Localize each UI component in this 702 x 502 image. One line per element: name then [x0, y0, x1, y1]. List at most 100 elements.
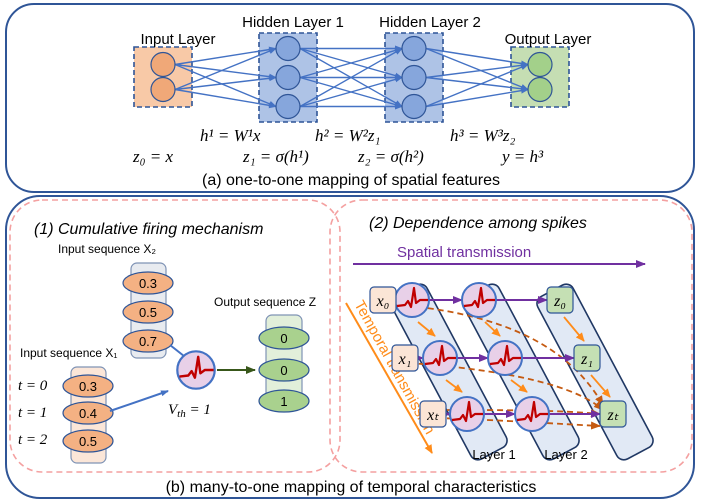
- network-neurons: [150, 35, 553, 120]
- neuron-icon: [275, 93, 301, 120]
- connection: [425, 63, 529, 108]
- neuron-icon: [150, 76, 176, 103]
- input-x1-cell: [62, 374, 114, 398]
- output-z-value: 0: [280, 363, 287, 378]
- subpanel-1-frame: [9, 199, 341, 473]
- output-2-box: [599, 400, 627, 428]
- connection: [425, 87, 529, 108]
- temporal-arrow: [563, 316, 585, 342]
- input-2-box: [419, 400, 447, 428]
- x1-to-neuron-arrow: [109, 390, 169, 412]
- layer-1-label: Layer 1: [472, 447, 515, 462]
- output-2-label: zₜ: [607, 407, 619, 424]
- temporal-transmission-arrow: [345, 302, 433, 454]
- input-0-box: [369, 286, 397, 314]
- output-0-label: z₀: [553, 293, 566, 310]
- neuron-icon: [401, 64, 427, 91]
- connection: [174, 75, 277, 91]
- neuron-icon: [150, 51, 176, 78]
- subpanel-2-frame: [329, 199, 693, 473]
- layer-label-input: Input Layer: [140, 31, 215, 48]
- equation-y: y = h³: [500, 147, 544, 166]
- equation-h1: h¹ = W¹x: [200, 126, 261, 145]
- temporal-arrow: [417, 321, 436, 337]
- connection: [174, 63, 277, 80]
- spiking-neuron-icon: [176, 350, 216, 390]
- output-z-cell: [258, 358, 310, 382]
- connection: [174, 88, 277, 109]
- input-0-label: x₀: [376, 293, 390, 310]
- input-x2-cell: [122, 300, 174, 324]
- spatial-transmission-label: Spatial transmission: [397, 244, 531, 261]
- input-x1-cell: [62, 429, 114, 453]
- connection: [299, 47, 403, 79]
- threshold-label: Vth = 1: [168, 402, 211, 420]
- output-1-box: [573, 344, 601, 372]
- connection: [425, 62, 529, 79]
- subpanel-2-title: (2) Dependence among spikes: [369, 215, 587, 232]
- input-x1-value: 0.3: [79, 379, 97, 394]
- spiking-neuron-icon: [513, 395, 551, 433]
- neuron-icon: [527, 76, 553, 103]
- input-x2-value: 0.5: [139, 305, 157, 320]
- neuron-icon: [401, 35, 427, 62]
- input-1-label: x₁: [398, 351, 412, 368]
- temporal-arrow: [510, 379, 528, 393]
- input-1-box: [391, 344, 419, 372]
- time-label-2: t = 2: [18, 432, 48, 448]
- input-x2-cell: [122, 329, 174, 353]
- temporal-arrow: [445, 379, 463, 393]
- neuron-icon: [275, 64, 301, 91]
- input-x1-value: 0.4: [79, 406, 97, 421]
- input-x1-label: Input sequence X₁: [20, 346, 117, 360]
- temporal-dependency-arrow: [408, 362, 604, 411]
- connection: [299, 47, 403, 108]
- connection: [299, 76, 403, 108]
- input-x2-label: Input sequence X₂: [58, 242, 156, 256]
- output-z-cell: [258, 326, 310, 350]
- output-1-label: z₁: [580, 351, 593, 368]
- input-x2-value: 0.3: [139, 276, 157, 291]
- neuron-icon: [527, 51, 553, 78]
- temporal-arrow: [590, 374, 611, 398]
- input-x1-value: 0.5: [79, 434, 97, 449]
- output-label: Output sequence Z: [214, 295, 316, 309]
- equation-z1: z₁ = σ(h¹): [242, 147, 309, 166]
- panel-b-caption: (b) many-to-one mapping of temporal char…: [166, 479, 537, 496]
- spiking-neuron-icon: [421, 339, 459, 377]
- panel-a-caption: (a) one-to-one mapping of spatial featur…: [202, 172, 500, 189]
- connection: [174, 47, 277, 91]
- equation-h2: h² = W²z₁: [315, 126, 380, 145]
- output-z-value: 0: [280, 331, 287, 346]
- connection: [425, 76, 529, 92]
- neuron-icon: [275, 35, 301, 62]
- equation-h3: h³ = W³z₂: [450, 126, 515, 145]
- connection: [174, 63, 277, 108]
- equation-z2: z₂ = σ(h²): [357, 147, 424, 166]
- time-label-1: t = 1: [18, 405, 47, 421]
- input-x2-value: 0.7: [139, 334, 157, 349]
- spiking-neuron-icon: [486, 339, 524, 377]
- temporal-arrow: [484, 321, 501, 337]
- connection: [174, 46, 277, 66]
- time-label-0: t = 0: [18, 378, 48, 394]
- subpanel-1-title: (1) Cumulative firing mechanism: [34, 221, 263, 238]
- spiking-neuron-icon: [448, 395, 486, 433]
- layer-2-label: Layer 2: [544, 447, 587, 462]
- connection: [425, 47, 529, 91]
- spiking-neuron-icon: [460, 281, 498, 319]
- layer-label-hidden2: Hidden Layer 2: [379, 14, 481, 31]
- layer-label-hidden1: Hidden Layer 1: [242, 14, 344, 31]
- output-z-cell: [258, 389, 310, 413]
- layer-label-output: Output Layer: [505, 31, 592, 48]
- neuron-icon: [401, 93, 427, 120]
- connection: [425, 47, 529, 67]
- spiking-neuron-icon: [393, 281, 431, 319]
- input-x1-cell: [62, 401, 114, 425]
- output-z-value: 1: [280, 394, 287, 409]
- equation-z0: z₀ = x: [132, 147, 173, 166]
- input-2-label: xₜ: [426, 407, 439, 424]
- network-connections: [174, 45, 529, 110]
- input-x2-cell: [122, 271, 174, 295]
